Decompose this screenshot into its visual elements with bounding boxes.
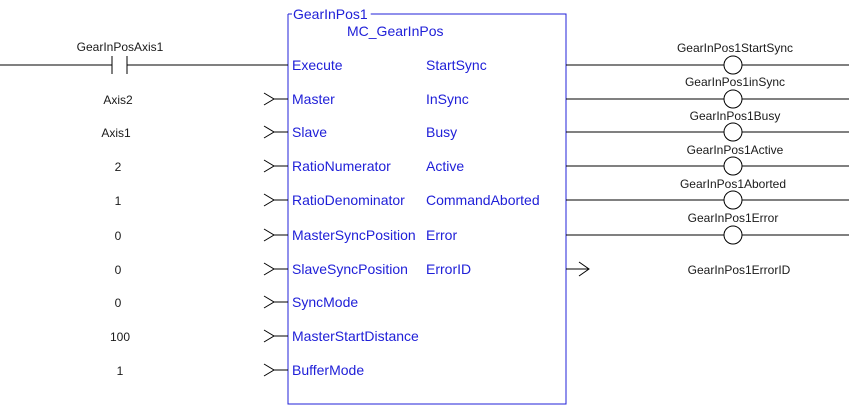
output-pin-start-sync[interactable]: StartSync (426, 57, 487, 73)
output-pin-active[interactable]: Active (426, 158, 464, 174)
input-pin-ratio-denominator[interactable]: RatioDenominator (292, 192, 405, 208)
output-pin-error[interactable]: Error (426, 227, 457, 243)
input-arrow (263, 329, 288, 343)
output-variable-error-id[interactable]: GearInPos1ErrorID (688, 263, 791, 277)
input-arrow (263, 228, 288, 242)
input-value-slave[interactable]: Axis1 (101, 126, 131, 140)
input-pin-slave-sync-position[interactable]: SlaveSyncPosition (292, 261, 408, 277)
input-value-master[interactable]: Axis2 (103, 93, 133, 107)
input-value-master-sync-position[interactable]: 0 (115, 229, 122, 243)
block-type-name: MC_GearInPos (347, 23, 443, 39)
input-arrow (263, 159, 288, 173)
input-value-master-start-distance[interactable]: 100 (110, 330, 130, 344)
output-arrow-icon (566, 261, 590, 277)
input-pin-slave[interactable]: Slave (292, 124, 327, 140)
output-variable-aborted[interactable]: GearInPos1Aborted (680, 177, 786, 191)
input-pin-master-start-distance[interactable]: MasterStartDistance (292, 328, 419, 344)
contact-variable-label[interactable]: GearInPosAxis1 (77, 40, 164, 54)
input-arrow (263, 295, 288, 309)
input-arrow (263, 125, 288, 139)
input-value-buffer-mode[interactable]: 1 (117, 364, 124, 378)
input-arrow (263, 92, 288, 106)
output-variable-active[interactable]: GearInPos1Active (687, 143, 784, 157)
output-pins: StartSync GearInPos1StartSync InSync Gea… (426, 41, 849, 277)
coil-icon[interactable] (723, 190, 743, 210)
coil-icon[interactable] (723, 55, 743, 75)
output-variable-in-sync[interactable]: GearInPos1inSync (685, 75, 785, 89)
input-pin-master[interactable]: Master (292, 91, 335, 107)
input-pin-master-sync-position[interactable]: MasterSyncPosition (292, 227, 416, 243)
coil-icon[interactable] (723, 122, 743, 142)
input-value-sync-mode[interactable]: 0 (115, 296, 122, 310)
output-variable-start-sync[interactable]: GearInPos1StartSync (677, 41, 793, 55)
coil-icon[interactable] (723, 89, 743, 109)
block-instance-name: GearInPos1 (293, 6, 368, 22)
input-value-slave-sync-position[interactable]: 0 (115, 263, 122, 277)
input-arrow (263, 262, 288, 276)
output-variable-busy[interactable]: GearInPos1Busy (690, 109, 781, 123)
coil-icon[interactable] (723, 156, 743, 176)
execute-rung: GearInPosAxis1 (0, 40, 288, 74)
output-pin-command-aborted[interactable]: CommandAborted (426, 192, 540, 208)
function-block[interactable]: GearInPos1 MC_GearInPos (287, 6, 567, 405)
input-value-ratio-denominator[interactable]: 1 (115, 194, 122, 208)
input-pin-execute[interactable]: Execute (292, 57, 343, 73)
input-pin-ratio-numerator[interactable]: RatioNumerator (292, 158, 391, 174)
coil-icon[interactable] (723, 225, 743, 245)
input-pins: Execute Axis2 Master Axis1 Slave 2 Ratio… (101, 57, 419, 378)
output-variable-error[interactable]: GearInPos1Error (688, 211, 779, 225)
input-pin-buffer-mode[interactable]: BufferMode (292, 362, 364, 378)
input-arrow (263, 363, 288, 377)
output-pin-error-id[interactable]: ErrorID (426, 261, 471, 277)
input-pin-sync-mode[interactable]: SyncMode (292, 294, 358, 310)
output-pin-in-sync[interactable]: InSync (426, 91, 469, 107)
output-pin-busy[interactable]: Busy (426, 124, 457, 140)
input-value-ratio-numerator[interactable]: 2 (115, 160, 122, 174)
input-arrow (263, 193, 288, 207)
